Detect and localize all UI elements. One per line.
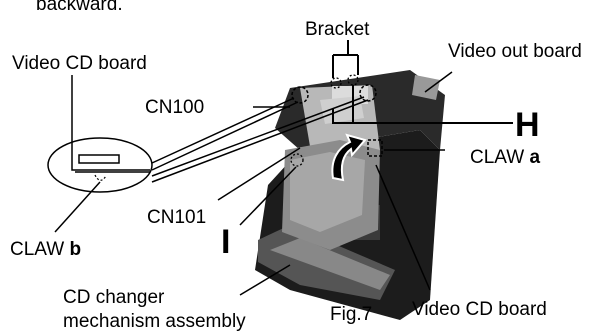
i-leader (239, 166, 297, 226)
claw-b-prefix: CLAW (10, 239, 70, 260)
screw-circle-4 (290, 153, 304, 167)
label-cn101: CN101 (147, 207, 207, 228)
label-video-out-board: Video out board (448, 41, 582, 62)
label-cd-changer-line1: CD changer (63, 287, 165, 308)
label-claw-a: CLAW a (470, 148, 540, 167)
screw-circle-2 (347, 74, 359, 86)
claw-a-prefix: CLAW (470, 147, 530, 168)
label-cn100: CN100 (145, 97, 205, 118)
rotation-arrow (331, 133, 367, 182)
claw-a-letter: a (529, 147, 541, 168)
video-cd-left-leader (71, 75, 150, 171)
claw-b-letter: b (69, 239, 82, 260)
cd-changer-leader (239, 264, 291, 296)
label-i: I (221, 223, 231, 261)
label-claw-b: CLAW b (10, 240, 81, 259)
label-bracket: Bracket (305, 19, 370, 40)
label-video-cd-board-left: Video CD board (12, 53, 147, 74)
cn100-leader (151, 96, 369, 183)
bracket-leader (332, 40, 359, 78)
figure-caption: Fig.7 (330, 304, 373, 325)
screw-circle-3 (359, 84, 377, 102)
claw-a-box (367, 139, 383, 157)
claw-b-leader (54, 181, 101, 233)
video-cd-bottom-leader (375, 164, 431, 291)
cn101-leader (217, 147, 301, 201)
label-h: H (515, 106, 540, 144)
video-out-leader (424, 71, 453, 93)
intro-text-fragment: backward. (36, 0, 123, 15)
inset-magnifier (47, 137, 153, 193)
label-cd-changer-line2: mechanism assembly (63, 311, 246, 332)
screw-circle-cn100 (291, 86, 309, 104)
label-video-cd-board-bottom: Video CD board (412, 299, 547, 320)
screw-circle-1 (330, 77, 342, 89)
